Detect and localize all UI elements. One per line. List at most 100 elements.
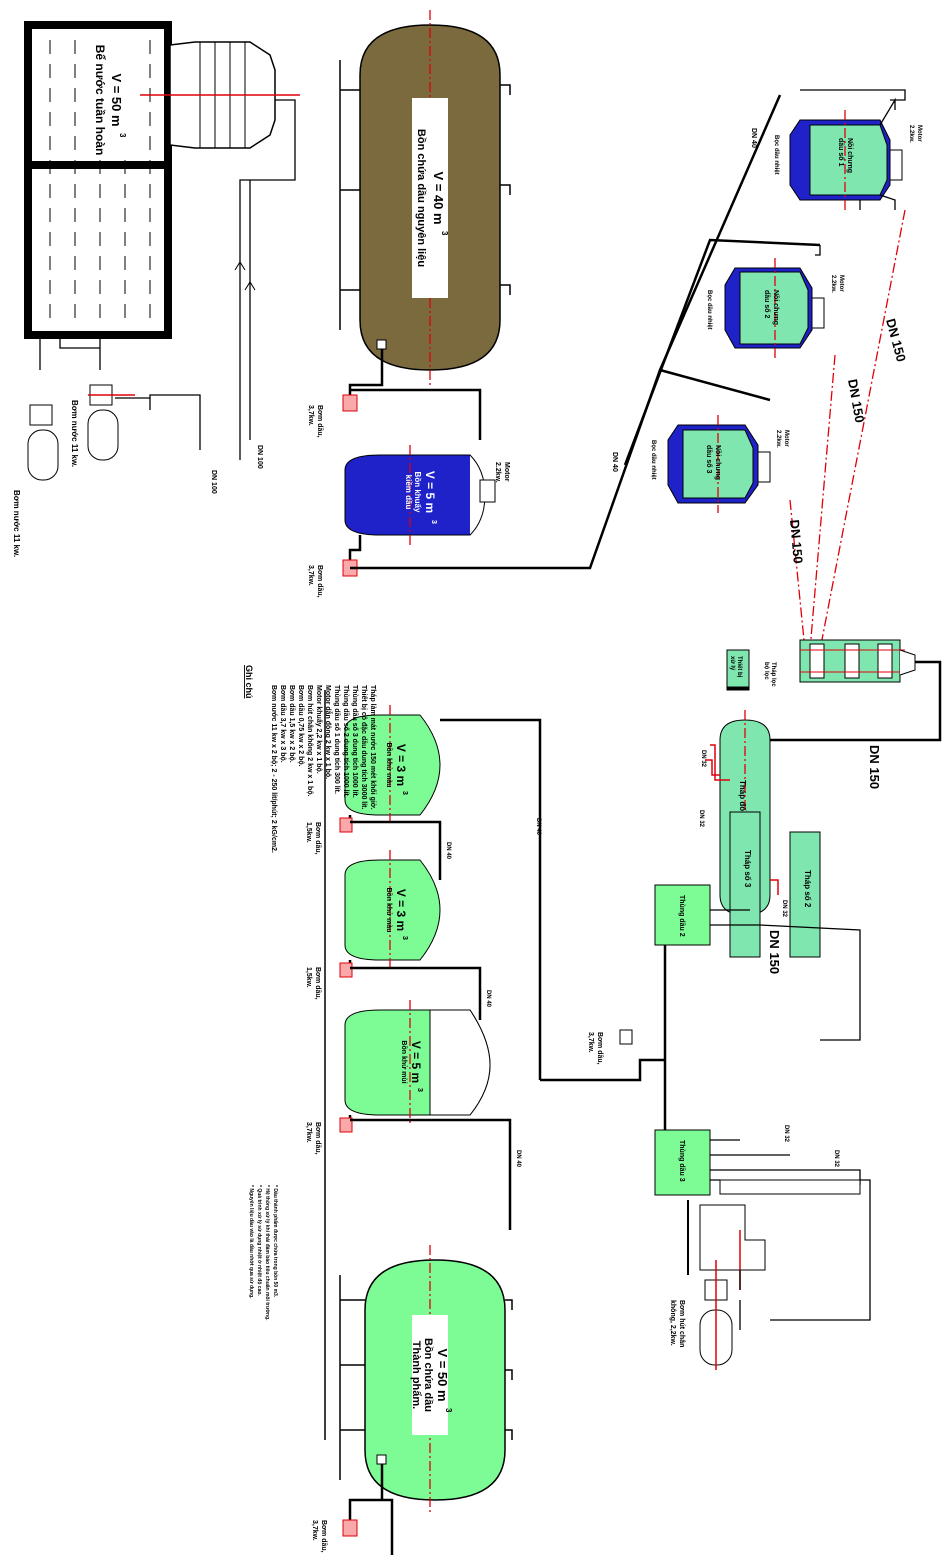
decolor-2-volume: V = 3 m <box>394 889 408 931</box>
pipe-dn40-f: DN 40 <box>515 1150 521 1168</box>
vacuum-pump-label2: không, 2,2kw. <box>669 1300 676 1346</box>
reactor-2: Nồi chưng dầu số 2 Motor 2.2kw. Bọc dầu … <box>706 258 844 358</box>
remark-1: * Nguyên liệu dầu vào là dầu nhớt qua sử… <box>248 1185 254 1299</box>
note-2: Bơm dầu 3,7 kw x 3 bộ. <box>279 685 288 763</box>
blue-tank-volume-sup: 3 <box>430 520 437 524</box>
pipe-dn40-c: DN 40 <box>535 818 541 836</box>
product-tank: V = 50 m 3 Bồn chứa dầu Thành phẩm. Bơm … <box>311 1245 513 1555</box>
reactor-3-power: 2.2kw. <box>775 430 781 448</box>
reactor-2-motor: Motor <box>838 275 844 292</box>
pipe-dn32-d: DN 32 <box>783 1125 789 1143</box>
note-1: Bơm nước 11 kw x 2 bộ; 2 - 250 lít/phút;… <box>270 685 277 853</box>
blue-tank-volume: V = 5 m <box>423 471 437 513</box>
oil-pump-1: Bơm dầu, 3,7kw. <box>307 349 482 440</box>
pipe-dn32-c: DN 32 <box>700 750 706 768</box>
oil-tank-name: Bồn chứa dầu nguyên liệu <box>415 129 427 267</box>
deodor-sup: 3 <box>416 1088 423 1092</box>
water-tank-volume-sup: 3 <box>118 133 127 138</box>
vacuum-unit: Bơm hút chân không, 2,2kw. <box>669 1179 871 1370</box>
notes-title: Ghi chú <box>244 665 254 699</box>
product-tank-volume-sup: 3 <box>444 1408 453 1413</box>
pipe-dn32-e: DN 32 <box>833 1150 839 1168</box>
deodor-name: Bồn khử mùi <box>400 1040 409 1083</box>
decolor-1-sup: 3 <box>401 791 408 795</box>
filter-tower: Tháp lọc bộ lọc Thiết bị xử lý DN 150 <box>726 639 942 789</box>
exchanger-2-label: Tháp số 3 <box>743 850 752 888</box>
cooling-fan-icon <box>140 41 300 149</box>
blue-motor-power: 2.2kw. <box>494 462 501 483</box>
decolor-2-name: Bồn khử màu <box>385 887 394 932</box>
note-8: Thùng dầu số 1 dung tích 300 lít. <box>333 685 342 794</box>
pipe-label-dn40-a: DN 40 <box>611 452 618 472</box>
reactor-3-motor: Motor <box>783 430 789 447</box>
note-10: Thùng dầu số 3 dung tích 1000 lít. <box>351 685 360 798</box>
deodor-tank: V = 5 m 3 Bồn khử mùi <box>344 1000 491 1125</box>
oil-pump-3-power: 3,7kw. <box>587 1032 594 1053</box>
green-tank-pumps: Bơm dầu, 1,5kw. Bơm dầu, 1,5kw. Bơm dầu,… <box>305 718 542 1230</box>
raw-oil-tank: V = 40 m 3 Bồn chứa dầu nguyên liệu <box>339 10 511 385</box>
remarks-block: * Nguyên liệu dầu vào là dầu nhớt qua sử… <box>248 1185 279 1321</box>
pipe-label-dn150-e: DN 150 <box>767 930 782 974</box>
pump-g1-power: 1,5kw. <box>305 822 312 843</box>
reactor-1-sub: dầu số 1 <box>837 138 846 167</box>
water-tank-name: Bể nước tuần hoàn <box>93 45 107 156</box>
filter-sub: bộ lọc <box>763 662 769 680</box>
decolor-tank-2: V = 3 m 3 Bồn khử màu <box>344 850 441 970</box>
oil-drum-2-label: Thùng dầu 2 <box>678 895 687 937</box>
decolor-1-name: Bồn khử màu <box>385 742 394 787</box>
oil-pump-1-power: 3,7kw. <box>307 405 314 426</box>
product-pump-label: Bơm dầu, <box>320 1520 329 1553</box>
exchanger-3: Tháp số 2 DN 32 DN 32 <box>783 831 839 1168</box>
remark-4: * Dầu thành phẩm được chứa trong bồn 50 … <box>272 1185 279 1298</box>
note-4: Bơm dầu 0,75 kw x 2 bộ. <box>297 685 306 767</box>
reactor-3-jacket: Bọc dầu nhiệt <box>650 440 656 480</box>
note-11: Thiết bị cô đặc dầu dung tích 3000 lít. <box>360 685 369 810</box>
pump-g2-label: Bơm dầu, <box>314 967 323 1000</box>
oil-pump-3-label: Bơm dầu, <box>596 1032 605 1065</box>
pump-g3-label: Bơm dầu, <box>314 1122 323 1155</box>
product-tank-line1: Bồn chứa dầu <box>422 1338 434 1412</box>
blue-motor-label: Motor <box>503 462 510 482</box>
reactor-2-name: Nồi chưng <box>772 290 781 325</box>
note-6: Motor khuấy 2,2 kw x 1 bộ. <box>315 685 323 774</box>
pipe-dn32-b: DN 32 <box>781 900 787 918</box>
water-tank-volume: V = 50 m <box>109 73 124 126</box>
note-7: Motor dẫn động 2 kw x 1 bộ. <box>324 685 333 779</box>
pipe-label-dn100-b: DN 100 <box>256 445 263 469</box>
note-3: Bơm dầu 1,5 kw x 2 bộ. <box>288 685 297 763</box>
pipe-label-dn150-c: DN 150 <box>787 519 806 564</box>
reactor-1-jacket: Bọc dầu nhiệt <box>773 135 779 175</box>
reactor-1-power: 2.2kw. <box>908 125 914 143</box>
note-12: Tháp làm mát nước 150 mét khối giờ. <box>369 685 377 810</box>
reactor-2-sub: dầu số 2 <box>763 290 772 319</box>
deodor-volume: V = 5 m <box>409 1041 423 1083</box>
decolor-tank-1: V = 3 m 3 Bồn khử màu <box>344 705 441 825</box>
pipe-label-dn100-a: DN 100 <box>210 470 217 494</box>
oil-drum-2: Thùng dầu 2 DN 150 <box>654 884 861 1041</box>
note-9: Thùng dầu số 2 dung tích 1000 lít. <box>342 685 351 798</box>
oil-tank-volume-sup: 3 <box>440 231 449 236</box>
pipe-dn32-a: DN 32 <box>698 810 704 828</box>
filter-label: Tháp lọc <box>770 662 776 687</box>
blue-mixing-tank: V = 5 m 3 Bồn khuấy kiềm dầu Motor 2.2kw… <box>344 445 510 545</box>
blue-tank-line1: Bồn khuấy <box>413 472 422 513</box>
reactor-1-name: Nồi chưng <box>846 138 855 173</box>
pipe-label-dn150-a: DN 150 <box>883 317 909 363</box>
pipe-label-dn150-d: DN 150 <box>867 745 882 789</box>
exchanger-3-label: Tháp số 2 <box>803 870 812 908</box>
pipe-label-dn150-b: DN 150 <box>845 378 867 424</box>
oil-drum-3: Thùng dầu 3 Bơm dầu, 3,7kw. <box>540 945 861 1196</box>
oil-drum-3-label: Thùng dầu 3 <box>678 1140 687 1182</box>
remark-3: * Hệ thống xử lý khí thải đảm bảo tiêu c… <box>264 1185 271 1321</box>
product-tank-volume: V = 50 m <box>435 1348 450 1401</box>
reactor-3: Nồi chưng dầu số 3 Motor 2.2kw. Bọc dầu … <box>650 415 789 513</box>
water-pump-label-2: Bơm nước 11 kw. <box>70 400 79 467</box>
notes-block: Ghi chú Bơm nước 11 kw x 2 bộ; 2 - 250 l… <box>244 665 377 853</box>
decolor-1-volume: V = 3 m <box>394 744 408 786</box>
pipe-dn40-e: DN 40 <box>485 990 491 1008</box>
oil-pump-2-label: Bơm dầu, <box>316 565 325 598</box>
cooling-water-lines: DN 100 DN 100 <box>210 99 296 494</box>
water-pumps: Bơm nước 11 kw. Bơm nước 11 kw. <box>12 335 201 557</box>
pump-g1-label: Bơm dầu, <box>314 822 323 855</box>
